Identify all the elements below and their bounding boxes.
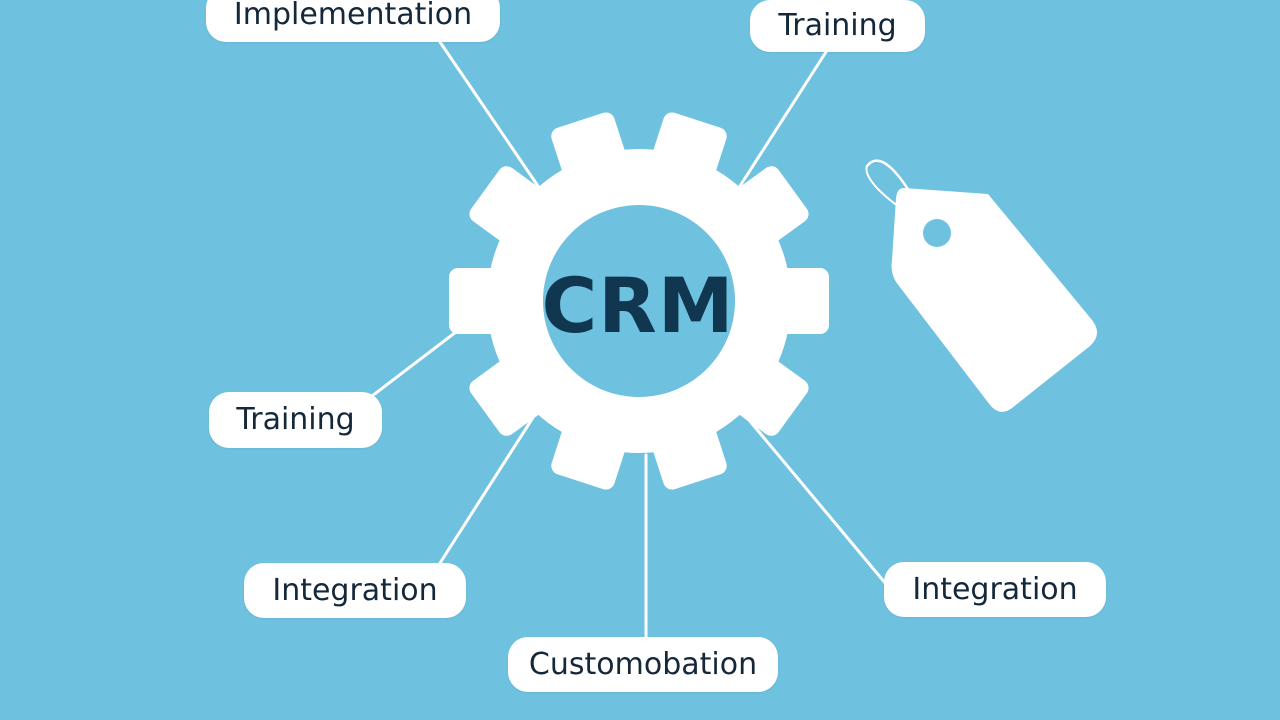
connector-integration-right xyxy=(742,412,888,586)
node-training-left: Training xyxy=(209,392,382,448)
node-integration-left: Integration xyxy=(244,563,466,618)
price-tag-icon xyxy=(865,159,1098,412)
node-integration-right: Integration xyxy=(884,562,1106,617)
node-customization: Customobation xyxy=(508,637,778,692)
node-implementation: Implementation xyxy=(206,0,500,42)
crm-center-label: CRM xyxy=(541,260,735,350)
gear-icon xyxy=(449,112,829,490)
connector-implementation xyxy=(438,40,540,188)
connector-lines xyxy=(370,40,888,640)
connector-integration-left xyxy=(438,414,536,565)
node-training-top: Training xyxy=(750,0,925,52)
connector-training-top xyxy=(738,50,828,188)
